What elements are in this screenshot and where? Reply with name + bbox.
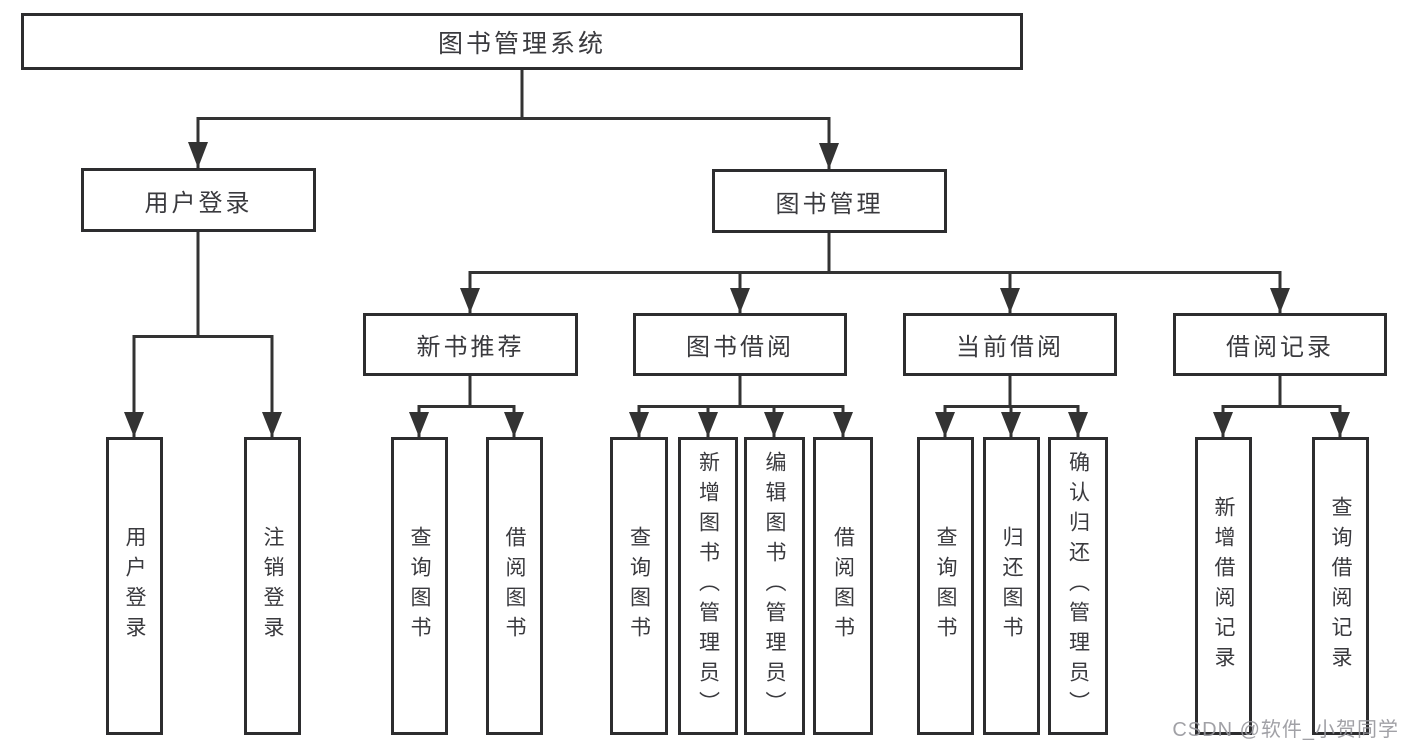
leaf-label: 归还图书 xyxy=(1000,526,1023,646)
leaf-label: 查询图书 xyxy=(934,526,957,646)
node-library-management-system: 图书管理系统 xyxy=(21,13,1023,70)
arrowhead xyxy=(629,412,649,437)
connector-user-login-rail xyxy=(132,335,274,437)
leaf-label: 新增图书（管理员） xyxy=(696,451,720,721)
arrowhead xyxy=(1068,412,1088,437)
node-current-borrow: 当前借阅 xyxy=(903,313,1117,376)
leaf-label: 借阅图书 xyxy=(503,526,526,646)
leaf-label: 确认归还（管理员） xyxy=(1066,451,1090,721)
node-new-book-recommend: 新书推荐 xyxy=(363,313,578,376)
arrowhead xyxy=(764,412,784,437)
arrowhead xyxy=(819,143,839,169)
arrowhead xyxy=(262,412,282,437)
node-label: 用户登录 xyxy=(144,189,253,217)
leaf-label: 查询图书 xyxy=(408,526,431,646)
leaf-label: 新增借阅记录 xyxy=(1212,496,1235,676)
node-user-login: 用户登录 xyxy=(81,168,316,232)
leaf-edit-books-admin: 编辑图书（管理员） xyxy=(744,437,805,735)
leaf-label: 查询图书 xyxy=(627,526,651,646)
arrowhead xyxy=(460,288,480,313)
connector-book-borrow-rail xyxy=(637,405,845,437)
leaf-borrow-books-2: 借阅图书 xyxy=(813,437,873,735)
leaf-borrow-books-1: 借阅图书 xyxy=(486,437,543,735)
node-label: 新书推荐 xyxy=(416,334,525,361)
connector-new-book-rail xyxy=(417,405,516,437)
leaf-label: 借阅图书 xyxy=(831,526,855,646)
arrowhead xyxy=(188,142,208,168)
node-book-management: 图书管理 xyxy=(712,169,947,233)
leaf-query-books-3: 查询图书 xyxy=(917,437,974,735)
node-label: 图书借阅 xyxy=(686,334,794,361)
leaf-add-books-admin: 新增图书（管理员） xyxy=(678,437,738,735)
arrowhead xyxy=(833,412,853,437)
leaf-logout: 注销登录 xyxy=(244,437,301,735)
leaf-label: 注销登录 xyxy=(261,526,284,646)
arrowhead xyxy=(935,412,955,437)
arrowhead xyxy=(730,288,750,313)
arrowhead xyxy=(124,412,144,437)
connector-borrow-record-rail xyxy=(1221,405,1342,437)
leaf-query-books-2: 查询图书 xyxy=(610,437,668,735)
leaf-return-books: 归还图书 xyxy=(983,437,1040,735)
arrowhead xyxy=(1000,288,1020,313)
leaf-label: 编辑图书（管理员） xyxy=(763,451,786,721)
node-label: 图书管理系统 xyxy=(437,29,606,58)
leaf-confirm-return-admin: 确认归还（管理员） xyxy=(1048,437,1108,735)
arrowhead xyxy=(1001,412,1021,437)
leaf-label: 查询借阅记录 xyxy=(1329,496,1352,676)
arrowhead xyxy=(698,412,718,437)
arrowhead xyxy=(1213,412,1233,437)
leaf-query-borrow-record: 查询借阅记录 xyxy=(1312,437,1369,735)
leaf-label: 用户登录 xyxy=(123,526,146,646)
arrowhead xyxy=(504,412,524,437)
node-label: 图书管理 xyxy=(775,190,884,218)
csdn-watermark: CSDN @软件_小贺同学 xyxy=(1172,719,1399,741)
arrowhead xyxy=(1270,288,1290,313)
leaf-query-books-1: 查询图书 xyxy=(391,437,448,735)
arrowhead xyxy=(1330,412,1350,437)
node-label: 当前借阅 xyxy=(956,334,1064,361)
connector-book-management-rail xyxy=(468,271,1282,313)
node-borrow-record: 借阅记录 xyxy=(1173,313,1387,376)
node-label: 借阅记录 xyxy=(1226,334,1334,361)
connector-root-rail xyxy=(196,117,831,169)
leaf-add-borrow-record: 新增借阅记录 xyxy=(1195,437,1252,735)
arrowhead xyxy=(409,412,429,437)
leaf-user-login: 用户登录 xyxy=(106,437,163,735)
node-book-borrow: 图书借阅 xyxy=(633,313,847,376)
